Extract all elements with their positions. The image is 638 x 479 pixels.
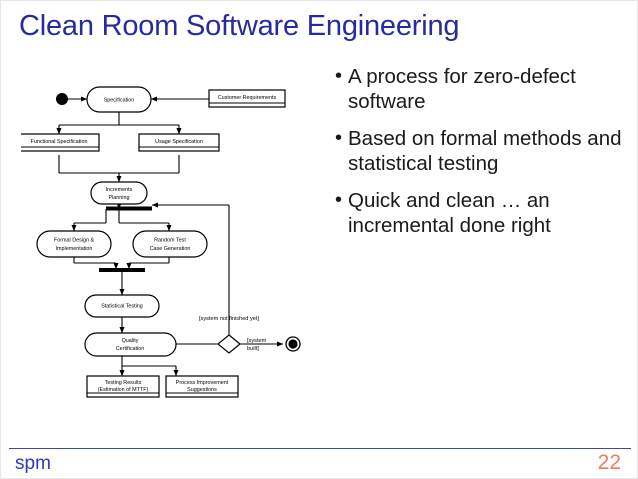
node-process-improvement-label-line2: Suggestions: [187, 387, 217, 393]
page-title: Clean Room Software Engineering: [19, 10, 460, 42]
page-number: 22: [597, 451, 621, 474]
fork-bar-top: [106, 206, 152, 211]
final-node: [285, 336, 301, 352]
list-item: • Based on formal methods and statistica…: [335, 126, 631, 176]
node-increments-planning-label-line1: Increments: [106, 187, 133, 193]
node-usage-specification-label: Usage Specification: [155, 139, 203, 145]
bullet-marker-icon: •: [335, 189, 343, 211]
node-formal-design: Formal Design & Implementation: [36, 230, 112, 258]
node-random-test: Random Test Case Generation: [132, 230, 208, 258]
node-random-test-label-line2: Case Generation: [150, 246, 191, 252]
footer-divider: [9, 448, 631, 449]
node-testing-results-label-line2: (Estimation of MTTF): [98, 387, 149, 393]
decision-diamond: [217, 334, 241, 354]
bullet-list: • A process for zero-defect software • B…: [335, 64, 631, 250]
node-process-improvement: Process Improvement Suggestions: [165, 375, 239, 398]
node-increments-planning: Increments Planning: [90, 181, 148, 205]
node-specification-label: Specification: [104, 97, 135, 103]
node-process-improvement-label-line1: Process Improvement: [176, 380, 229, 386]
node-functional-specification: Functional Specification: [21, 133, 100, 152]
node-customer-requirements-label: Customer Requirements: [218, 95, 277, 101]
bullet-marker-icon: •: [335, 65, 343, 87]
uml-activity-diagram: Specification Customer Requirements Func…: [21, 79, 333, 439]
bullet-text: Based on formal methods and statistical …: [348, 127, 622, 175]
node-formal-design-label-line1: Formal Design &: [54, 237, 95, 243]
node-statistical-testing: Statistical Testing: [84, 294, 160, 318]
join-bar-bottom: [99, 268, 145, 272]
bullet-marker-icon: •: [335, 127, 343, 149]
node-quality-certification-label-line1: Quality: [122, 338, 139, 344]
list-item: • Quick and clean … an incremental done …: [335, 188, 631, 238]
list-item: • A process for zero-defect software: [335, 64, 631, 114]
node-increments-planning-label-line2: Planning: [109, 195, 130, 201]
node-testing-results-label-line1: Testing Results: [105, 380, 142, 386]
node-testing-results: Testing Results (Estimation of MTTF): [86, 375, 160, 398]
node-specification: Specification: [86, 86, 152, 113]
node-functional-specification-label: Functional Specification: [31, 139, 88, 145]
node-statistical-testing-label: Statistical Testing: [101, 303, 143, 309]
node-customer-requirements: Customer Requirements: [208, 89, 286, 108]
bullet-text: A process for zero-defect software: [348, 65, 576, 113]
initial-node: [56, 93, 68, 105]
bullet-text: Quick and clean … an incremental done ri…: [348, 189, 551, 237]
guard-not-finished: [system not finished yet]: [199, 316, 259, 322]
node-random-test-label-line1: Random Test: [154, 237, 186, 243]
node-usage-specification: Usage Specification: [138, 133, 220, 152]
guard-built-line2: built]: [247, 346, 259, 352]
node-formal-design-label-line2: Implementation: [56, 246, 93, 252]
node-quality-certification: Quality Certification: [84, 332, 177, 357]
guard-built-line1: [system: [247, 338, 267, 344]
node-quality-certification-label-line2: Certification: [116, 346, 144, 352]
footer-label: spm: [15, 453, 51, 474]
